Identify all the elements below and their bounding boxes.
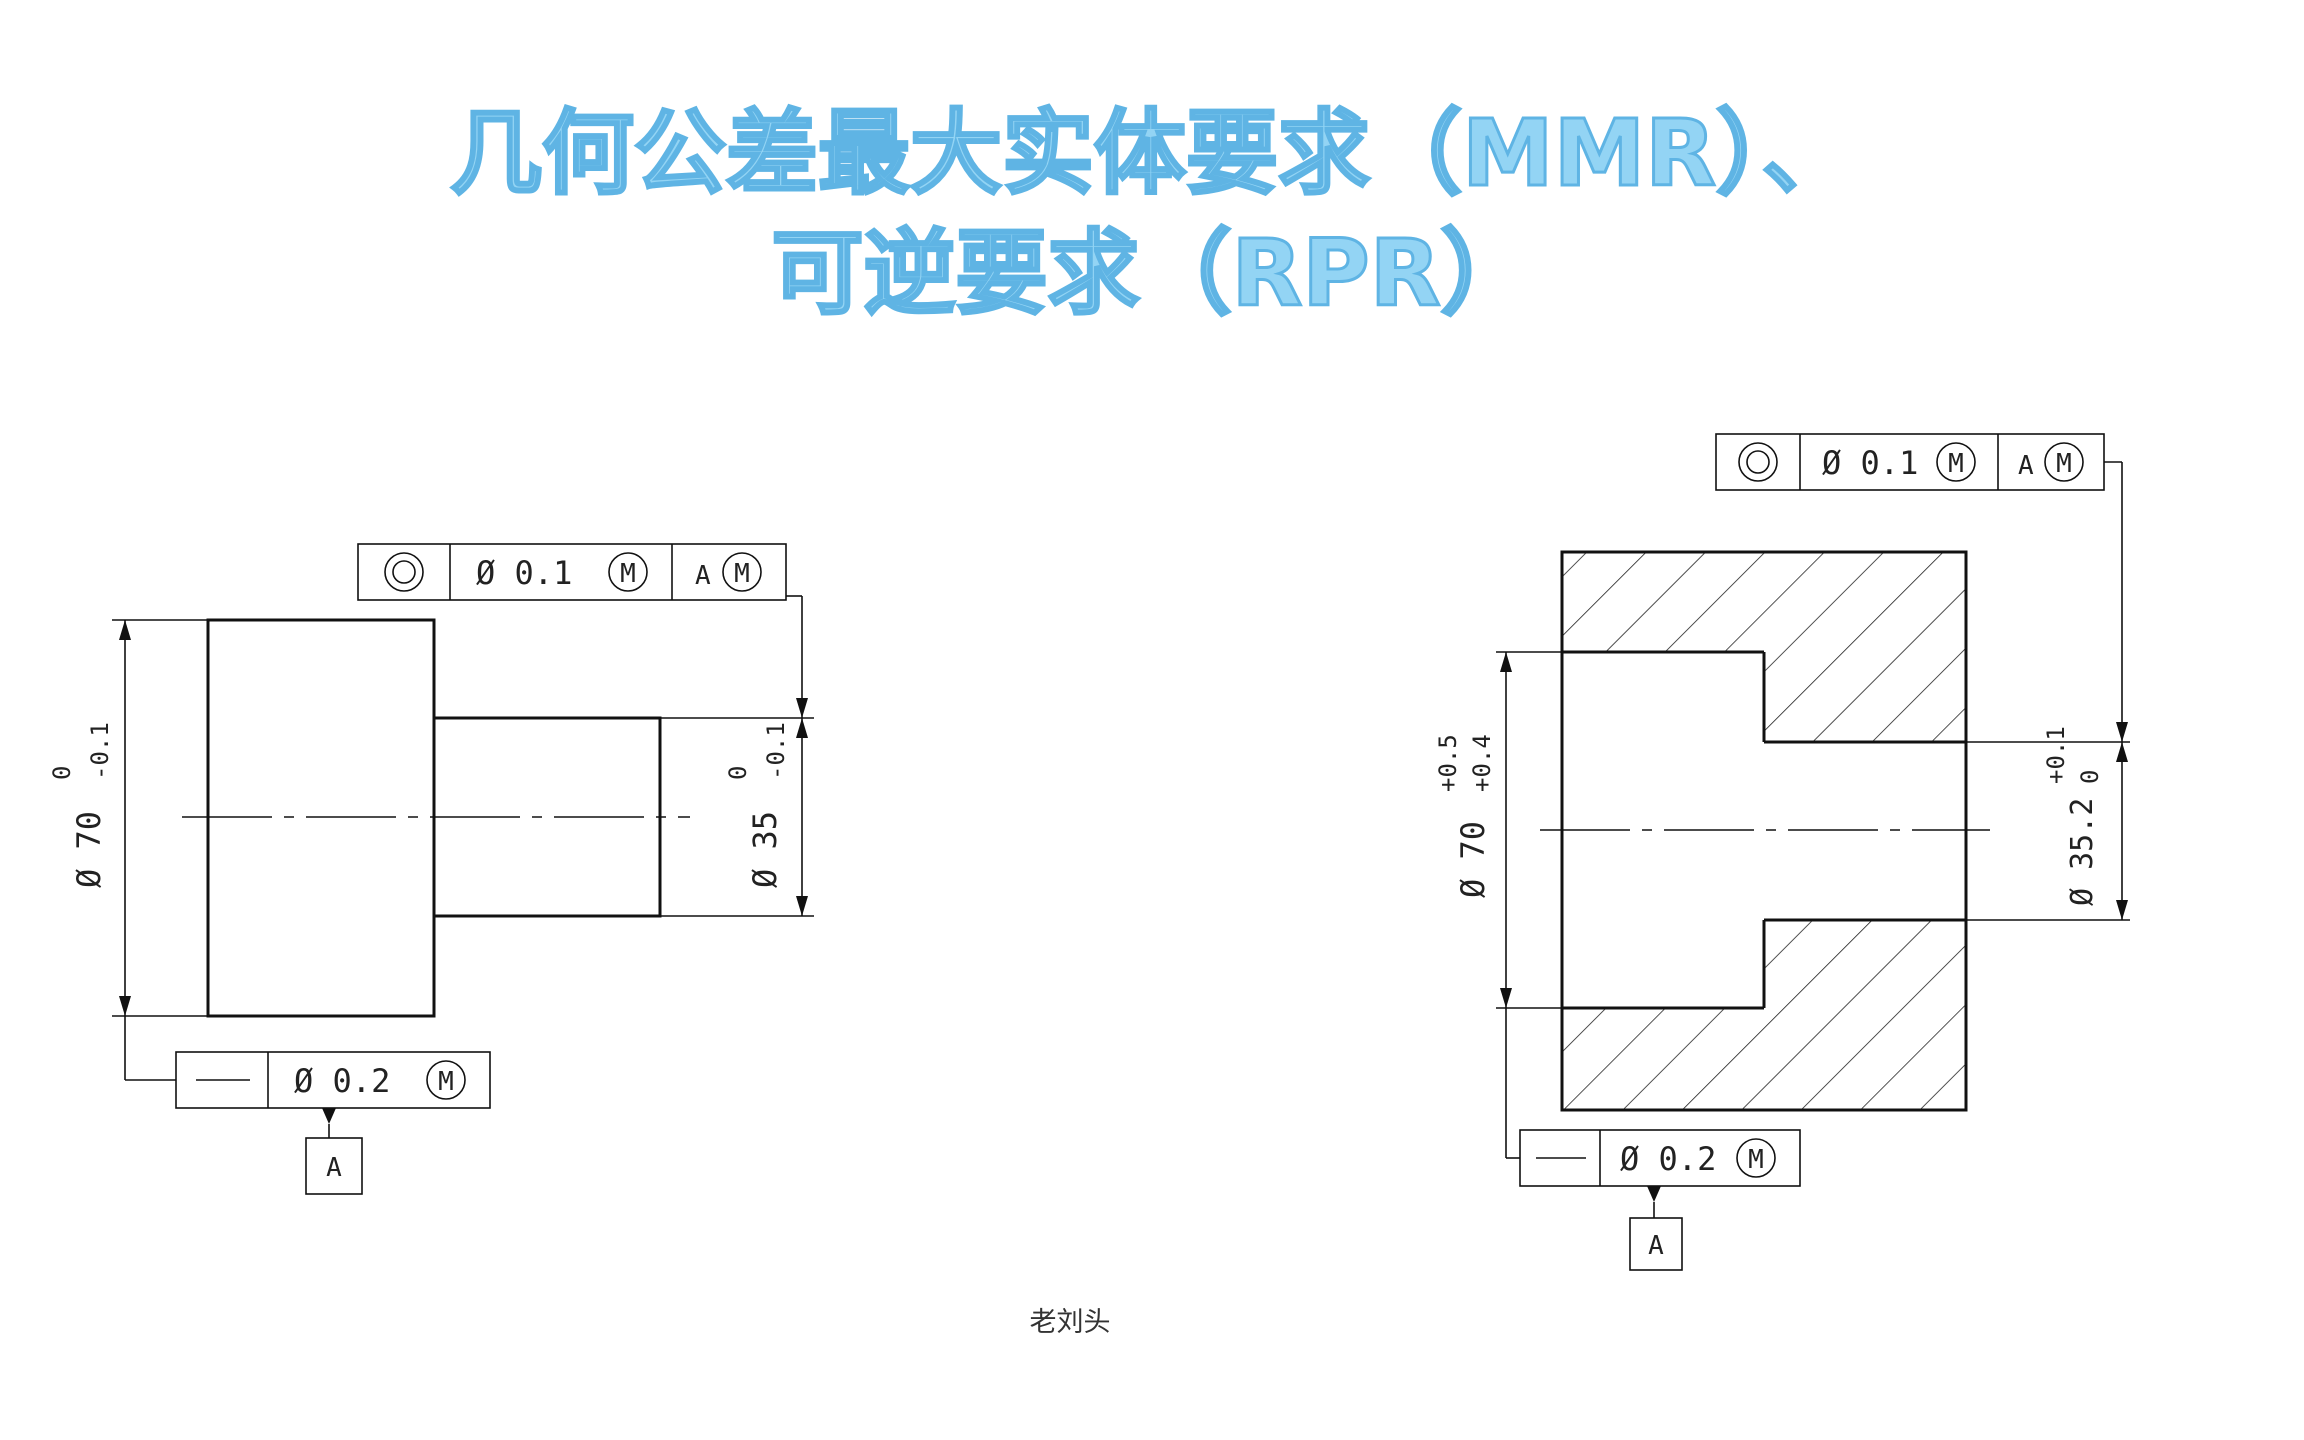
right-drawing: Ø 70 +0.5 +0.4 Ø 35.2 +0.1 0 Ø 0.1 [1434,433,2130,1271]
page-title-line2: 可逆要求（RPR） [770,220,1534,327]
svg-text:Ø 70: Ø 70 [1454,821,1492,898]
svg-text:Ø 0.1: Ø 0.1 [1822,444,1918,482]
mmc-modifier-icon [608,552,648,592]
left-drawing: Ø 70 0 -0.1 Ø 35 0 -0.1 Ø 0.1 [48,543,814,1195]
mmc-modifier-icon [1936,442,1976,482]
svg-text:+0.5: +0.5 [1434,734,1462,792]
straightness-frame-right: Ø 0.2 M [1519,1129,1801,1187]
svg-text:0: 0 [724,766,752,780]
coaxiality-frame-left: Ø 0.1 M A M [357,543,787,601]
svg-text:A: A [326,1153,342,1183]
datum-a-left: A [305,1108,363,1195]
mmc-modifier-icon [2044,442,2084,482]
coaxiality-icon [384,552,424,592]
svg-text:Ø 70: Ø 70 [70,811,108,888]
svg-text:Ø 35.2: Ø 35.2 [2065,798,2100,906]
svg-text:M: M [620,559,636,589]
svg-text:Ø 0.2: Ø 0.2 [294,1062,390,1100]
svg-text:M: M [438,1067,454,1097]
svg-text:-0.1: -0.1 [86,722,114,780]
coaxiality-frame-right: Ø 0.1 M A M [1715,433,2105,491]
mmc-modifier-icon [1736,1138,1776,1178]
dim-large-text: Ø 70 0 -0.1 [48,722,114,888]
author-label: 老刘头 [1029,1307,1111,1338]
svg-text:A: A [695,561,711,591]
svg-text:0: 0 [48,766,76,780]
svg-text:A: A [1648,1231,1664,1261]
svg-text:M: M [1748,1145,1764,1175]
mmc-modifier-icon [722,552,762,592]
page-title-line1: 几何公差最大实体要求（MMR）、 [449,100,1856,207]
part-outline [1560,550,1968,1112]
svg-text:Ø 35: Ø 35 [746,811,784,888]
svg-text:-0.1: -0.1 [762,722,790,780]
shaft-large-section [206,618,436,1018]
svg-text:+0.4: +0.4 [1468,734,1496,792]
svg-text:A: A [2018,451,2034,481]
dim-small-text: Ø 35 0 -0.1 [724,722,790,888]
svg-text:Ø 0.1: Ø 0.1 [476,554,572,592]
dim-large-text: Ø 70 +0.5 +0.4 [1434,734,1496,898]
svg-text:M: M [1948,449,1964,479]
svg-text:0: 0 [2076,770,2104,784]
svg-text:M: M [734,559,750,589]
dim-small-text: Ø 35.2 +0.1 0 [2042,726,2104,906]
svg-text:Ø 0.2: Ø 0.2 [1620,1140,1716,1178]
datum-a-right: A [1629,1186,1683,1271]
svg-text:M: M [2056,449,2072,479]
svg-text:+0.1: +0.1 [2042,726,2070,784]
coaxiality-icon [1738,442,1778,482]
straightness-frame-left: Ø 0.2 M [175,1051,491,1109]
mmc-modifier-icon [426,1060,466,1100]
